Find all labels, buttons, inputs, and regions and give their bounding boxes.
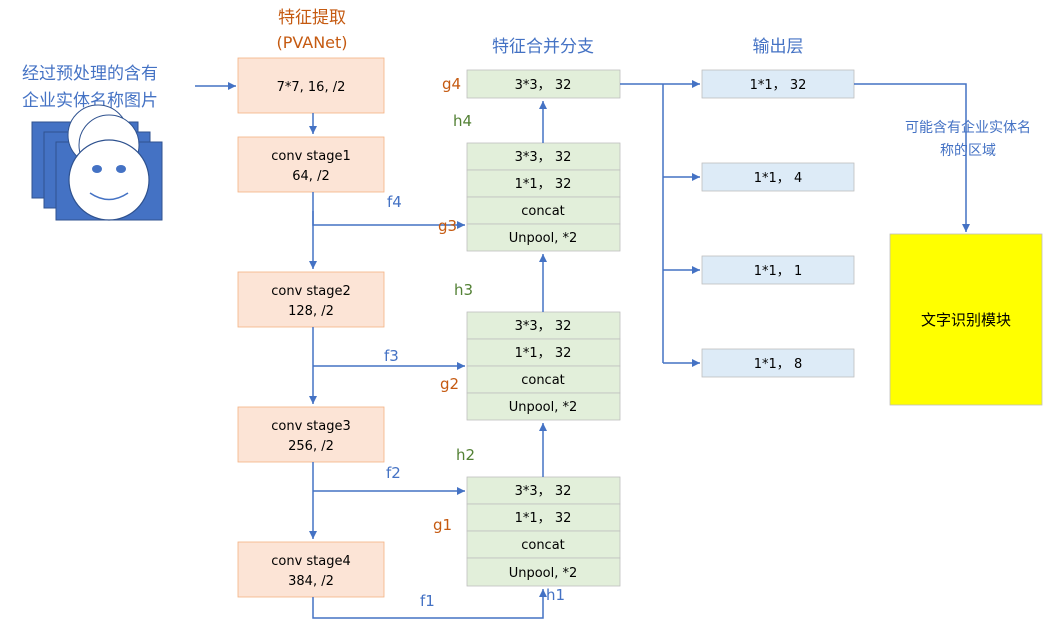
merge-top-block: 3*3， 32 — [466, 69, 621, 99]
merge-row: 1*1， 32 — [515, 511, 572, 526]
label-g1: g1 — [433, 516, 452, 534]
merge-row: 3*3， 32 — [515, 319, 572, 334]
output-layer-title: 输出层 — [753, 37, 804, 57]
label-h3: h3 — [454, 281, 473, 299]
fe-block-label: conv stage4 — [271, 554, 351, 569]
fe-block-label: conv stage3 — [271, 419, 351, 434]
merge-group-bottom: 3*3， 32 1*1， 32 concat Unpool, *2 — [466, 476, 621, 587]
merge-row: Unpool, *2 — [509, 400, 578, 415]
feature-extraction-title: 特征提取 — [278, 8, 346, 28]
merge-row: concat — [521, 204, 565, 219]
output-block-2: 1*1， 1 — [701, 255, 855, 285]
input-label-line1: 经过预处理的含有 — [22, 64, 158, 84]
merge-group-middle: 3*3， 32 1*1， 32 concat Unpool, *2 — [466, 311, 621, 421]
output-block-label: 1*1， 32 — [750, 78, 807, 93]
merge-row: concat — [521, 538, 565, 553]
fe-block-2: conv stage2 128, /2 — [237, 271, 385, 328]
smiley-face-icon — [68, 139, 150, 221]
fe-block-sublabel: 256, /2 — [288, 439, 334, 454]
merge-row: 3*3， 32 — [515, 150, 572, 165]
output-block-1: 1*1， 4 — [701, 162, 855, 192]
merge-top-label: 3*3， 32 — [515, 78, 572, 93]
label-h4: h4 — [453, 112, 472, 130]
label-g3: g3 — [438, 217, 457, 235]
label-h1: h1 — [546, 586, 565, 604]
label-f2: f2 — [386, 464, 401, 482]
merge-group-top: 3*3， 32 1*1， 32 concat Unpool, *2 — [466, 142, 621, 252]
merge-row: Unpool, *2 — [509, 566, 578, 581]
merge-branch-title: 特征合并分支 — [492, 37, 594, 57]
annotation-line1: 可能含有企业实体名 — [905, 119, 1031, 136]
label-f1: f1 — [420, 592, 435, 610]
output-block-label: 1*1， 4 — [754, 171, 802, 186]
f4-connector — [312, 211, 465, 229]
merge-row: 1*1， 32 — [515, 177, 572, 192]
input-images-icon — [31, 104, 163, 221]
fe-block-label: conv stage1 — [271, 149, 351, 164]
output-block-0: 1*1， 32 — [701, 69, 855, 99]
output-block-label: 1*1， 8 — [754, 357, 802, 372]
fe-block-0: 7*7, 16, /2 — [237, 57, 385, 114]
f1-connector — [312, 589, 547, 619]
merge-row: Unpool, *2 — [509, 231, 578, 246]
recognition-module: 文字识别模块 — [889, 233, 1043, 406]
fe-block-1: conv stage1 64, /2 — [237, 136, 385, 193]
recognition-module-label: 文字识别模块 — [921, 311, 1011, 329]
output-block-3: 1*1， 8 — [701, 348, 855, 378]
input-label-line2: 企业实体名称图片 — [22, 91, 158, 111]
label-g2: g2 — [440, 375, 459, 393]
fe-block-label: 7*7, 16, /2 — [277, 80, 346, 95]
label-f4: f4 — [387, 193, 402, 211]
fe-block-sublabel: 64, /2 — [292, 169, 329, 184]
label-g4: g4 — [442, 75, 461, 93]
feature-extraction-subtitle: (PVANet) — [276, 33, 347, 52]
merge-row: 1*1， 32 — [515, 346, 572, 361]
annotation-line2: 称的区域 — [940, 143, 996, 159]
merge-row: 3*3， 32 — [515, 484, 572, 499]
merge-row: concat — [521, 373, 565, 388]
fe-block-sublabel: 384, /2 — [288, 574, 334, 589]
fe-block-3: conv stage3 256, /2 — [237, 406, 385, 463]
fe-block-sublabel: 128, /2 — [288, 304, 334, 319]
output-to-recognition — [854, 83, 970, 232]
label-h2: h2 — [456, 446, 475, 464]
fe-block-label: conv stage2 — [271, 284, 351, 299]
fe-block-4: conv stage4 384, /2 — [237, 541, 385, 598]
label-f3: f3 — [384, 347, 399, 365]
output-block-label: 1*1， 1 — [754, 264, 802, 279]
